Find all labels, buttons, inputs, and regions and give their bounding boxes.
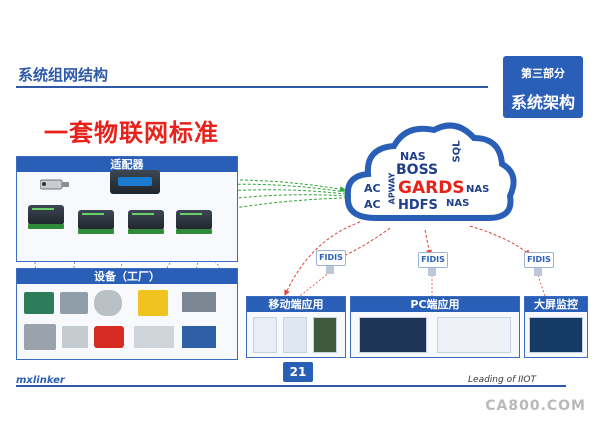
server-icon-screen: FIDIS xyxy=(524,252,554,276)
screen-monitor-panel-header: 大屏监控 xyxy=(525,297,587,312)
slide-title: 系统组网结构 xyxy=(18,66,109,84)
footer-divider xyxy=(16,385,566,387)
fidis-label-screen: FIDIS xyxy=(524,252,554,268)
firetruck-equipment xyxy=(94,326,124,348)
server-icon-pc: FIDIS xyxy=(418,252,448,276)
mobile-app-panel-header: 移动端应用 xyxy=(247,297,345,312)
mobile-screen-1 xyxy=(253,317,277,353)
pump-equipment xyxy=(62,326,88,348)
page-number: 21 xyxy=(283,362,313,382)
adapter-device-4 xyxy=(176,210,212,234)
machine-equipment xyxy=(24,324,56,350)
section-label: 第三部分 xyxy=(521,67,565,80)
solar-equipment xyxy=(182,292,216,312)
equipment-panel-header: 设备（工厂） xyxy=(17,269,237,284)
watermark: CA800.COM xyxy=(485,398,586,414)
cloud-word-ac-1: AC xyxy=(364,182,381,195)
title-divider xyxy=(16,86,488,88)
mobile-screen-3 xyxy=(313,317,337,353)
headline: 一套物联网标准 xyxy=(44,119,219,147)
mobile-app-panel: 移动端应用 xyxy=(246,296,346,358)
adapter-panel-header: 适配器 xyxy=(17,157,237,172)
cloud-word-sql: SQL xyxy=(451,140,463,163)
server-icon-mobile: FIDIS xyxy=(316,250,346,274)
mobile-screen-2 xyxy=(283,317,307,353)
camera-icon xyxy=(39,176,70,190)
adapter-device-3 xyxy=(128,210,164,234)
chiller-equipment xyxy=(134,326,174,348)
footer-brand: mxlinker xyxy=(16,375,65,386)
tank-equipment xyxy=(94,290,122,316)
pc-app-panel: PC端应用 xyxy=(350,296,520,358)
cloud-word-ac-2: AC xyxy=(364,198,381,211)
section-badge: 第三部分 系统架构 xyxy=(503,56,583,118)
cloud-word-apway: APWAY xyxy=(387,172,397,205)
footer-tagline: Leading of IIOT xyxy=(468,375,536,385)
compressor-equipment xyxy=(60,292,88,314)
fidis-label-pc: FIDIS xyxy=(418,252,448,268)
pc-screen-1 xyxy=(359,317,427,353)
cloud-word-nas-3: NAS xyxy=(446,198,470,209)
container-equipment xyxy=(182,326,216,348)
yellow-generator-equipment xyxy=(138,290,168,316)
section-title: 系统架构 xyxy=(510,93,575,112)
screen-monitor-panel: 大屏监控 xyxy=(524,296,588,358)
adapter-device-1 xyxy=(28,205,64,229)
adapter-device-2 xyxy=(78,210,114,234)
generator-equipment xyxy=(24,292,54,314)
cloud-word-hdfs: HDFS xyxy=(398,198,438,213)
cloud-word-gards: GARDS xyxy=(398,178,465,198)
cloud-icon: NAS SQL BOSS AC APWAY GARDS NAS AC HDFS … xyxy=(338,118,518,233)
pc-screen-2 xyxy=(437,317,511,353)
cloud-word-boss: BOSS xyxy=(396,162,439,178)
cloud-word-nas-2: NAS xyxy=(466,184,490,195)
monitor-screen xyxy=(529,317,583,353)
fidis-label-mobile: FIDIS xyxy=(316,250,346,266)
pc-app-panel-header: PC端应用 xyxy=(351,297,519,312)
cloud-word-nas-1: NAS xyxy=(400,150,426,163)
gateway-device xyxy=(110,170,160,194)
